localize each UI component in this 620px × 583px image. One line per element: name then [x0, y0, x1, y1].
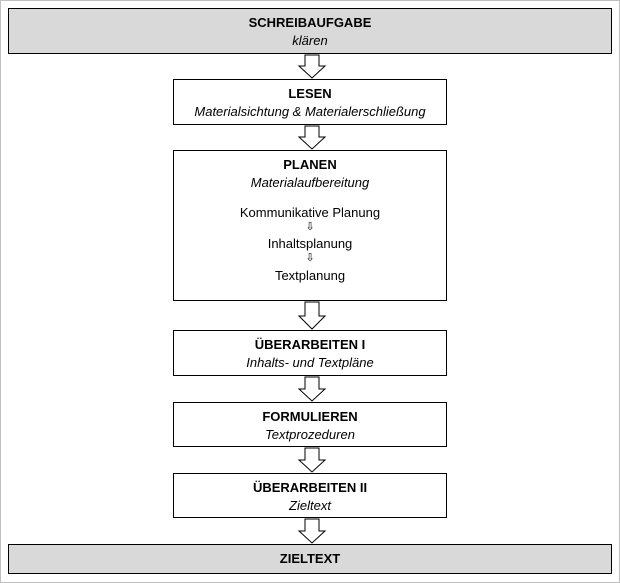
step-subtitle: Materialaufbereitung: [250, 175, 370, 190]
substep-inhaltsplanung: Inhaltsplanung: [267, 236, 353, 251]
step-schreibaufgabe: SCHREIBAUFGABE klären: [8, 8, 612, 54]
substep-textplanung: Textplanung: [274, 268, 346, 283]
step-planen: PLANEN Materialaufbereitung Kommunikativ…: [173, 150, 447, 301]
small-down-arrow-icon: ⇩: [305, 221, 315, 233]
step-subtitle: Inhalts- und Textpläne: [246, 355, 374, 370]
step-title: ÜBERARBEITEN I: [254, 337, 366, 352]
step-title: FORMULIEREN: [262, 409, 358, 424]
flow-arrow-icon: [297, 518, 327, 544]
step-subtitle: klären: [292, 33, 328, 48]
step-subtitle: Zieltext: [289, 498, 331, 513]
step-zieltext: ZIELTEXT: [8, 544, 612, 574]
flow-arrow-icon: [297, 447, 327, 473]
step-subtitle: Materialsichtung & Materialerschließung: [194, 104, 426, 119]
small-down-arrow-icon: ⇩: [305, 252, 315, 264]
step-formulieren: FORMULIEREN Textprozeduren: [173, 402, 447, 447]
step-subtitle: Textprozeduren: [265, 427, 355, 442]
step-title: LESEN: [288, 86, 332, 101]
step-ueberarbeiten-2: ÜBERARBEITEN II Zieltext: [173, 473, 447, 518]
flow-arrow-icon: [297, 301, 327, 330]
step-title: ÜBERARBEITEN II: [252, 480, 368, 495]
step-title: SCHREIBAUFGABE: [248, 15, 372, 30]
flow-arrow-icon: [297, 54, 327, 79]
flow-arrow-icon: [297, 376, 327, 402]
flow-arrow-icon: [297, 125, 327, 150]
step-title: ZIELTEXT: [279, 551, 341, 566]
step-title: PLANEN: [283, 157, 337, 172]
step-lesen: LESEN Materialsichtung & Materialerschli…: [173, 79, 447, 125]
substep-kommunikative-planung: Kommunikative Planung: [239, 205, 381, 220]
step-ueberarbeiten-1: ÜBERARBEITEN I Inhalts- und Textpläne: [173, 330, 447, 376]
